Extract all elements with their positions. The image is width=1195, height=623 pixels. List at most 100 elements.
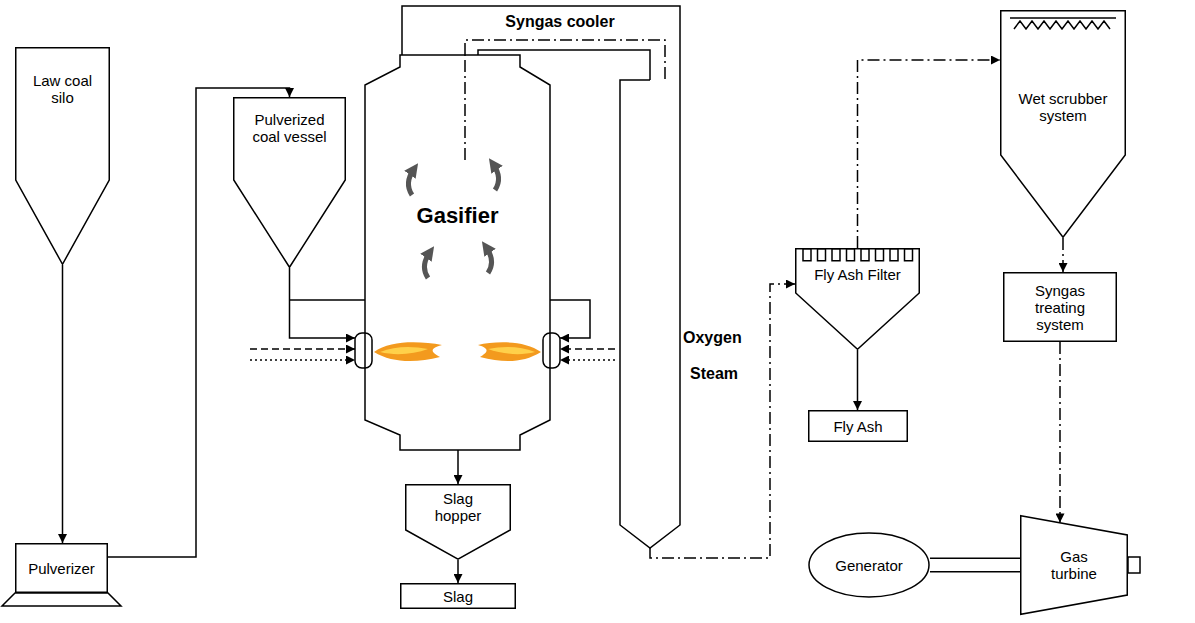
flame bbox=[488, 347, 535, 354]
node-text: Gasifier bbox=[417, 203, 499, 229]
flow-arrow bbox=[424, 252, 430, 278]
node-label-group: Generator bbox=[819, 557, 919, 574]
generator-outline bbox=[809, 533, 929, 597]
filter-element bbox=[818, 249, 826, 261]
pulverizer-base bbox=[2, 593, 121, 606]
oxygen-line bbox=[250, 348, 355, 350]
slag-hopper: Slag hopper bbox=[405, 484, 511, 560]
fly-ash-box: Fly Ash bbox=[808, 410, 908, 442]
flow-connector bbox=[62, 265, 64, 543]
wet-scrubber-outline bbox=[1000, 10, 1126, 238]
node-text: Gas turbine bbox=[1037, 548, 1112, 582]
shaft-core bbox=[930, 559, 1020, 571]
node-text: Syngas cooler bbox=[505, 12, 614, 31]
syngas-cooler-outline bbox=[620, 80, 680, 548]
node-text: Pulverized coal vessel bbox=[242, 111, 337, 145]
flame bbox=[478, 342, 541, 361]
node-label-group: Pulverizer bbox=[19, 560, 104, 577]
node-label-group: Slag hopper bbox=[423, 490, 493, 524]
flow-connector bbox=[857, 350, 859, 410]
fly-ash-filter-outline bbox=[795, 248, 920, 350]
gasifier-vessel: Gasifier bbox=[365, 55, 550, 450]
pulverizer-box: Pulverizer bbox=[15, 543, 108, 593]
spray-header bbox=[1010, 17, 1116, 19]
syngas-duct bbox=[402, 6, 680, 80]
fly-ash-filter: Fly Ash Filter bbox=[795, 248, 920, 350]
spray-nozzles bbox=[1014, 21, 1110, 29]
coal-silo: Law coal silo bbox=[15, 47, 110, 265]
gas-turbine: Gas turbine bbox=[1020, 515, 1128, 615]
node-label-group: Syngas treating system bbox=[1020, 282, 1100, 333]
node-label-group: Slag bbox=[406, 588, 511, 605]
turbine-exhaust bbox=[1128, 557, 1140, 573]
cooler-outline bbox=[620, 80, 680, 548]
flow-connector bbox=[465, 40, 665, 80]
burner bbox=[543, 333, 560, 368]
filter-element bbox=[803, 249, 811, 261]
node-text: Syngas treating system bbox=[1020, 282, 1100, 333]
coal-vessel: Pulverized coal vessel bbox=[233, 97, 346, 268]
node-label-group: Fly Ash bbox=[812, 418, 904, 435]
node-text: Law coal silo bbox=[23, 72, 103, 106]
node-label-group: Gasifier bbox=[383, 203, 533, 229]
oxygen-line bbox=[560, 348, 615, 350]
box-outline bbox=[16, 544, 108, 593]
flow-connector bbox=[858, 60, 1001, 248]
node-label-group: Wet scrubber system bbox=[1008, 90, 1118, 124]
box-outline bbox=[1004, 273, 1117, 342]
generator: Generator bbox=[808, 532, 930, 598]
coal-feed-line bbox=[290, 299, 365, 301]
flow-connector bbox=[1059, 342, 1061, 522]
filter-element bbox=[832, 249, 840, 261]
node-text: Slag bbox=[443, 588, 473, 605]
filter-element bbox=[905, 249, 913, 261]
flame bbox=[374, 342, 442, 361]
hopper-outline bbox=[796, 249, 920, 350]
burner bbox=[355, 333, 372, 368]
hopper-outline bbox=[16, 48, 110, 265]
shaft bbox=[930, 558, 1020, 573]
flame bbox=[380, 347, 428, 354]
node-label-group: Syngas cooler bbox=[465, 12, 655, 31]
filter-element bbox=[890, 249, 898, 261]
gasifier-vessel-outline bbox=[365, 55, 550, 450]
syngas-treating-box: Syngas treating system bbox=[1003, 272, 1117, 342]
node-text: Wet scrubber system bbox=[1008, 90, 1118, 124]
stream-label: Steam bbox=[690, 364, 738, 383]
stream-label: Oxygen bbox=[683, 328, 742, 347]
box-outline bbox=[401, 584, 516, 609]
wet-scrubber: Wet scrubber system bbox=[1000, 10, 1126, 238]
box-outline bbox=[809, 411, 908, 442]
hopper-outline bbox=[1001, 11, 1126, 238]
flow-connector bbox=[290, 268, 356, 338]
flow-arrow bbox=[493, 164, 499, 190]
hopper-outline bbox=[234, 98, 346, 268]
flow-connector bbox=[457, 560, 459, 583]
gasifier-outline bbox=[365, 55, 550, 450]
steam-line bbox=[250, 359, 355, 361]
node-text: Slag hopper bbox=[423, 490, 493, 524]
node-label-group: Fly Ash Filter bbox=[799, 266, 917, 283]
node-label-group: Law coal silo bbox=[23, 72, 103, 106]
node-label-group: Gas turbine bbox=[1037, 548, 1112, 582]
hopper-outline bbox=[406, 485, 511, 560]
node-text: Fly Ash Filter bbox=[814, 266, 901, 283]
filter-element bbox=[861, 249, 869, 261]
flow-arrow bbox=[486, 247, 492, 273]
flow-arrow bbox=[408, 169, 414, 195]
filter-element bbox=[876, 249, 884, 261]
filter-element bbox=[847, 249, 855, 261]
slag-box: Slag bbox=[400, 583, 516, 609]
flow-connector bbox=[1062, 238, 1064, 272]
node-text: Fly Ash bbox=[833, 418, 882, 435]
steam-line bbox=[560, 359, 615, 361]
node-text: Generator bbox=[835, 557, 903, 574]
syngas-cooler: Syngas cooler bbox=[620, 80, 680, 548]
syngas-flow-line bbox=[464, 55, 466, 160]
flow-connector bbox=[457, 450, 459, 484]
node-text: Pulverizer bbox=[28, 560, 95, 577]
turbine-outline bbox=[1021, 516, 1128, 615]
coal-feed-line bbox=[550, 300, 590, 338]
node-label-group: Pulverized coal vessel bbox=[242, 111, 337, 145]
